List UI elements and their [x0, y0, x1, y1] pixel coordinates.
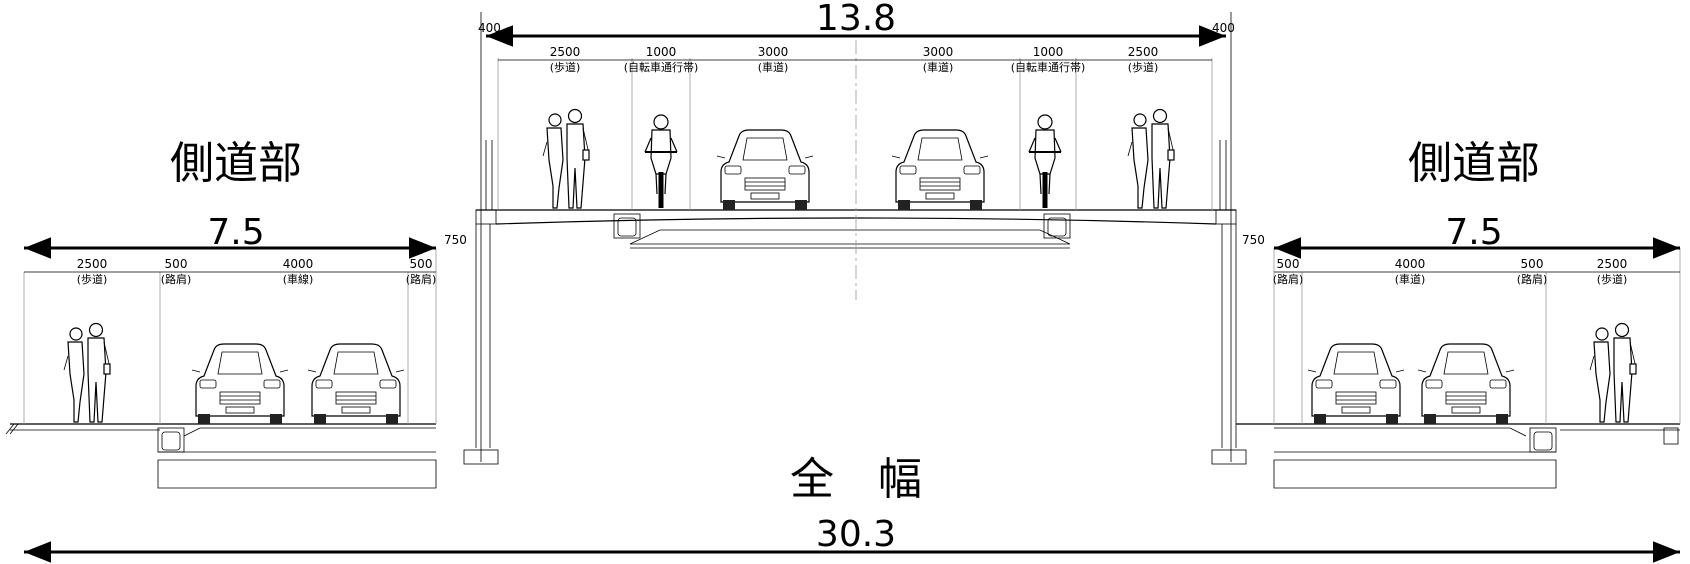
- left-side-road-total-width: 7.5: [207, 212, 264, 253]
- left-lane-2-label: (路肩): [161, 272, 192, 286]
- car-icon: [891, 129, 989, 211]
- cyclist-icon: [1028, 114, 1062, 209]
- viaduct-lane-1-width: 2500: [550, 45, 581, 59]
- right-lane-2-width: 4000: [1395, 257, 1426, 271]
- left-side-road-dimension: 側道部 7.5 750 2500 (歩道) 500 (路肩) 4000 (車線)…: [24, 138, 467, 286]
- viaduct-dimension: 13.8 400 400 2500 (歩道) 1000 (自転車通行帯) 300…: [478, 0, 1235, 74]
- viaduct-lane-5-label: (自転車通行帯): [1011, 60, 1086, 74]
- viaduct-structure: [463, 12, 1247, 465]
- pedestrian-icon: [63, 322, 111, 423]
- viaduct-lane-3-label: (車道): [758, 60, 789, 74]
- viaduct-lane-1-label: (歩道): [550, 60, 581, 74]
- left-lane-3-label: (車線): [283, 272, 314, 286]
- viaduct-lane-5-width: 1000: [1033, 45, 1064, 59]
- left-side-road-structure: [5, 248, 437, 489]
- pedestrian-icon: [1589, 322, 1637, 423]
- overall-total-width: 30.3: [816, 514, 896, 555]
- left-lane-4-label: (路肩): [406, 272, 437, 286]
- viaduct-total-width: 13.8: [816, 0, 896, 39]
- car-icon: [1417, 343, 1515, 425]
- viaduct-lane-4-label: (車道): [923, 60, 954, 74]
- right-side-road-title: 側道部: [1408, 138, 1540, 189]
- left-gap-width: 750: [444, 233, 467, 247]
- right-lane-1-width: 500: [1277, 257, 1300, 271]
- viaduct-lane-6-label: (歩道): [1128, 60, 1159, 74]
- right-side-road-structure: [1236, 248, 1681, 489]
- left-lane-1-width: 2500: [77, 257, 108, 271]
- left-lane-3-width: 4000: [283, 257, 314, 271]
- pedestrian-icon: [1127, 108, 1175, 209]
- left-lane-2-width: 500: [165, 257, 188, 271]
- left-lane-4-width: 500: [410, 257, 433, 271]
- cyclist-icon: [644, 114, 678, 209]
- overall-width-label: 全 幅: [790, 454, 922, 505]
- left-lane-1-label: (歩道): [77, 272, 108, 286]
- right-lane-2-label: (車道): [1395, 272, 1426, 286]
- viaduct-edge-right: 400: [1212, 21, 1235, 35]
- car-icon: [1307, 343, 1405, 425]
- right-side-road-total-width: 7.5: [1445, 212, 1502, 253]
- right-lane-3-label: (路肩): [1517, 272, 1548, 286]
- right-side-road-dimension: 側道部 7.5 750 500 (路肩) 4000 (車道) 500 (路肩) …: [1242, 138, 1680, 286]
- left-side-road-title: 側道部: [170, 138, 302, 189]
- car-icon: [307, 343, 405, 425]
- viaduct-edge-left: 400: [478, 21, 501, 35]
- pedestrian-icon: [542, 108, 590, 209]
- viaduct-lane-6-width: 2500: [1128, 45, 1159, 59]
- left-side-road-traffic: [63, 322, 405, 425]
- car-icon: [191, 343, 289, 425]
- viaduct-lane-2-width: 1000: [646, 45, 677, 59]
- viaduct-lane-4-width: 3000: [923, 45, 954, 59]
- viaduct-lane-2-label: (自転車通行帯): [624, 60, 699, 74]
- right-side-road-traffic: [1307, 322, 1637, 425]
- viaduct-traffic: [542, 108, 1175, 211]
- car-icon: [716, 129, 814, 211]
- right-lane-4-label: (歩道): [1597, 272, 1628, 286]
- right-lane-4-width: 2500: [1597, 257, 1628, 271]
- overall-width-dimension: 全 幅 30.3: [24, 454, 1680, 563]
- right-lane-1-label: (路肩): [1273, 272, 1304, 286]
- viaduct-lane-3-width: 3000: [758, 45, 789, 59]
- right-gap-width: 750: [1242, 233, 1265, 247]
- right-lane-3-width: 500: [1521, 257, 1544, 271]
